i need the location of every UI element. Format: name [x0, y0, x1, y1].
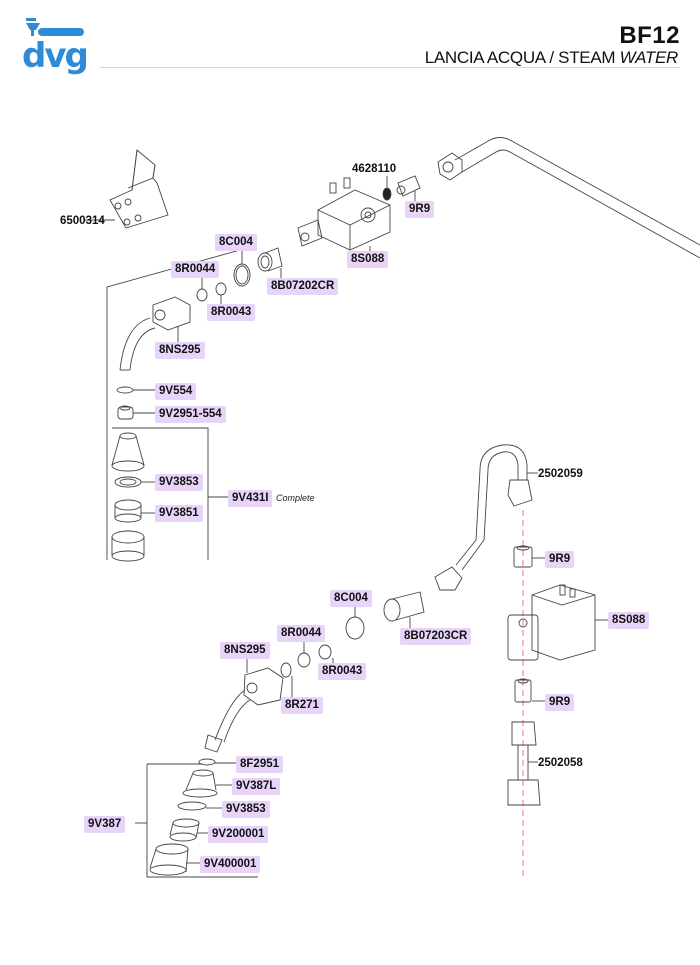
part-label-8r0043-bottom[interactable]: 8R0043	[318, 663, 367, 680]
part-label-4628110[interactable]: 4628110	[352, 163, 397, 175]
part-label-8r0044-bottom[interactable]: 8R0044	[277, 625, 326, 642]
sleeve-top-part	[111, 530, 145, 562]
tube-nozzle-bottom-part	[204, 667, 284, 753]
filter-bottom-part	[169, 818, 200, 842]
part-label-9v3853-bottom[interactable]: 9V3853	[222, 801, 270, 818]
dvg-logo-icon	[26, 18, 84, 36]
part-label-9v2951-554[interactable]: 9V2951-554	[155, 406, 226, 423]
brand-logo: dvg	[20, 18, 100, 80]
part-label-9v387[interactable]: 9V387	[84, 816, 126, 833]
washer-8r271-part	[280, 662, 292, 678]
part-label-8f2951[interactable]: 8F2951	[236, 756, 284, 773]
cone-top-part	[111, 432, 145, 472]
part-label-9r9-top[interactable]: 9R9	[405, 201, 435, 218]
filter-top-part	[114, 499, 142, 523]
kit-note: Complete	[276, 493, 315, 503]
oring-9v554-part	[116, 386, 134, 394]
part-label-2502059[interactable]: 2502059	[538, 468, 583, 480]
oring-part	[382, 187, 392, 201]
kit-bottom-frame	[146, 763, 258, 878]
long-pipe-part	[437, 137, 700, 259]
pipe-upper-part	[434, 444, 533, 591]
valve-bottom-part	[507, 584, 596, 661]
part-label-9v200001[interactable]: 9V200001	[208, 826, 269, 843]
title-main: LANCIA ACQUA / STEAM	[424, 48, 616, 67]
nipple-top-part	[257, 247, 283, 272]
title-italic: WATER	[619, 48, 679, 67]
part-label-9v3853-top[interactable]: 9V3853	[155, 474, 203, 491]
cone-bottom-part	[182, 769, 218, 798]
part-label-8r0043-top[interactable]: 8R0043	[207, 304, 256, 321]
sleeve-bottom-part	[149, 843, 189, 876]
part-label-8ns295-top[interactable]: 8NS295	[155, 342, 205, 359]
part-label-9v431i[interactable]: 9V431I	[228, 490, 273, 507]
washer-bot-a-part	[297, 652, 311, 668]
part-label-9v387l[interactable]: 9V387L	[232, 778, 281, 795]
bracket-part	[109, 149, 169, 229]
gasket-bottom-part	[345, 616, 365, 640]
part-label-9r9-mid[interactable]: 9R9	[545, 551, 575, 568]
logo-text: dvg	[22, 36, 89, 76]
washer-bot-b-part	[318, 644, 332, 660]
part-label-6500314[interactable]: 6500314	[60, 215, 105, 227]
page-title: LANCIA ACQUA / STEAM WATER	[424, 48, 679, 68]
part-label-8b07202cr[interactable]: 8B07202CR	[267, 278, 339, 295]
part-label-9v554[interactable]: 9V554	[155, 383, 197, 400]
part-label-8b07203cr[interactable]: 8B07203CR	[400, 628, 472, 645]
part-label-8c004-top[interactable]: 8C004	[215, 234, 257, 251]
page-code: BF12	[619, 22, 680, 49]
washer-top-b-part	[215, 282, 227, 296]
part-label-2502058[interactable]: 2502058	[538, 757, 583, 769]
fitting-bottom-part	[514, 678, 532, 703]
part-label-9r9-bottom[interactable]: 9R9	[545, 694, 575, 711]
part-label-9v3851[interactable]: 9V3851	[155, 505, 203, 522]
fitting-top-part	[396, 175, 421, 197]
nipple-bottom-part	[383, 591, 425, 622]
adapter-part	[117, 405, 134, 420]
part-label-8s088-bottom[interactable]: 8S088	[608, 612, 650, 629]
valve-top-part	[297, 177, 391, 251]
washer-top-a-part	[196, 288, 208, 302]
tube-nozzle-top-part	[119, 296, 191, 371]
part-label-8ns295-bottom[interactable]: 8NS295	[220, 642, 270, 659]
part-label-8s088-top[interactable]: 8S088	[347, 251, 389, 268]
pipe-lower-part	[507, 721, 541, 806]
ring-top-part	[114, 476, 142, 488]
oring-8f2951-part	[198, 758, 216, 766]
part-label-8r0044-top[interactable]: 8R0044	[171, 261, 220, 278]
part-label-8c004-bottom[interactable]: 8C004	[330, 590, 372, 607]
ring-bottom-part	[177, 801, 207, 811]
part-label-8r271[interactable]: 8R271	[281, 697, 323, 714]
fitting-mid-part	[513, 545, 533, 568]
kit-top-frame	[112, 427, 209, 560]
part-label-9v400001[interactable]: 9V400001	[200, 856, 261, 873]
header-divider	[100, 67, 680, 68]
